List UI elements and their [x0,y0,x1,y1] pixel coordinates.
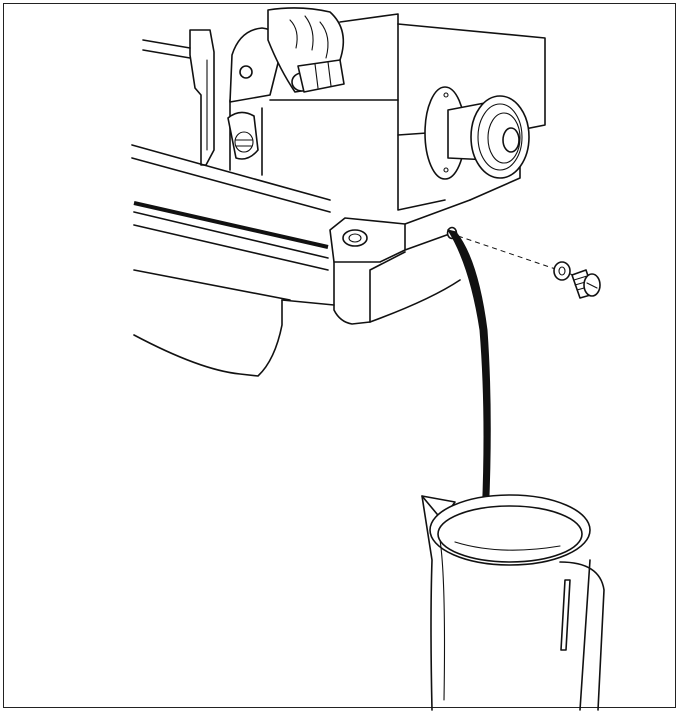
measuring-jug [421,494,605,711]
needle-mechanism [227,7,345,160]
drain-screw [571,269,601,299]
handwheel [424,86,530,180]
washer [553,261,571,281]
